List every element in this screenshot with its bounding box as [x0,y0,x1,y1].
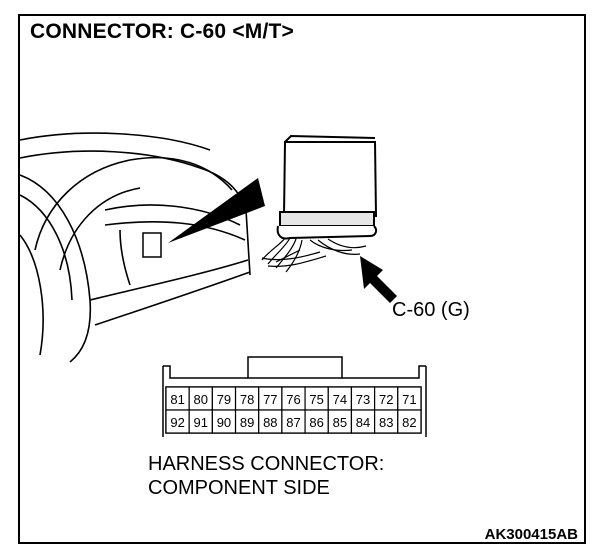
pin-label: 72 [379,392,393,407]
pin-label: 73 [356,392,370,407]
pin-label: 85 [333,415,347,430]
pin-label: 71 [402,392,416,407]
pin-grid: 81 80 79 78 77 76 75 74 73 72 71 92 91 90 89 88 87 86 85 84… [165,386,422,434]
pin-cell [397,409,422,434]
pin-label: 80 [194,392,208,407]
pin-label: 81 [170,392,184,407]
pin-label: 87 [286,415,300,430]
pin-label: 89 [240,415,254,430]
pin-label: 78 [240,392,254,407]
diagram-frame [18,14,586,544]
pin-label: 90 [217,415,231,430]
pin-label: 92 [170,415,184,430]
pin-label: 88 [263,415,277,430]
pin-label: 75 [309,392,323,407]
harness-wires [261,237,367,273]
pin-label: 86 [309,415,323,430]
pin-label: 91 [194,415,208,430]
pin-label: 76 [286,392,300,407]
pin-label: 82 [402,415,416,430]
ecu-module [276,134,378,240]
pin-label: 79 [217,392,231,407]
harness-caption: HARNESS CONNECTOR: COMPONENT SIDE [148,452,384,500]
pin-label: 84 [356,415,370,430]
dashboard-drawing [19,132,251,363]
connector-callout-label: C-60 (G) [392,299,470,321]
diagram-title: CONNECTOR: C-60 <M/T> [30,20,295,43]
figure-code: AK300415AB [484,526,578,543]
callout-wedge [168,178,265,243]
pin-label: 77 [263,392,277,407]
caption-line-1: HARNESS CONNECTOR: [148,453,385,475]
caption-line-2: COMPONENT SIDE [148,477,330,499]
pin-label: 74 [333,392,347,407]
pin-label: 83 [379,415,393,430]
pointer-arrow [360,256,397,303]
